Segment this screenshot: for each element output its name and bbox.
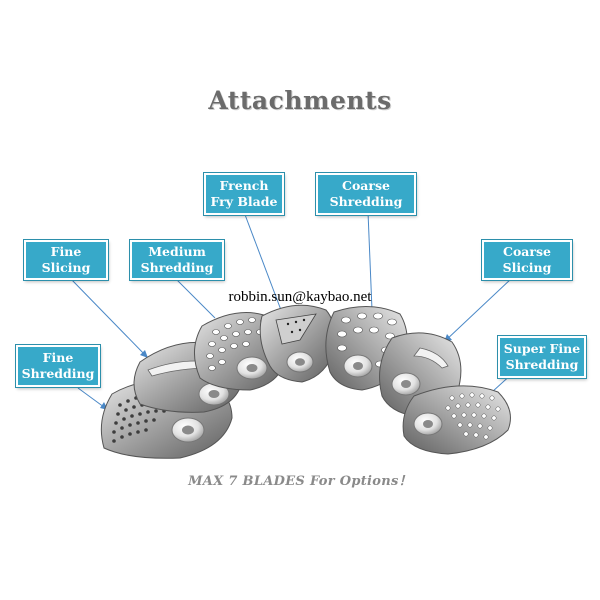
- label-fine-shredding: Fine Shredding: [16, 345, 100, 387]
- label-super-fine-shredding: Super Fine Shredding: [498, 336, 586, 378]
- french-fry-blade: [259, 304, 336, 383]
- tagline: MAX 7 BLADES For Options！: [188, 474, 412, 489]
- pointer-medium-shredding: [174, 277, 216, 319]
- label-french-fry-blade: French Fry Blade: [204, 173, 284, 215]
- label-fine-slicing: Fine Slicing: [24, 240, 108, 280]
- pointer-coarse-shredding: [367, 211, 373, 311]
- label-coarse-shredding: Coarse Shredding: [316, 173, 416, 215]
- label-medium-shredding: Medium Shredding: [130, 240, 224, 280]
- label-coarse-slicing: Coarse Slicing: [482, 240, 572, 280]
- pointer-coarse-slicing: [443, 277, 513, 343]
- page-title: Attachments: [208, 86, 392, 115]
- contact-email: robbin.sun@kaybao.net: [228, 289, 372, 305]
- pointer-fine-slicing: [69, 277, 149, 359]
- super-fine-shredding-blade: [402, 385, 511, 455]
- pointer-french-fry: [243, 211, 285, 319]
